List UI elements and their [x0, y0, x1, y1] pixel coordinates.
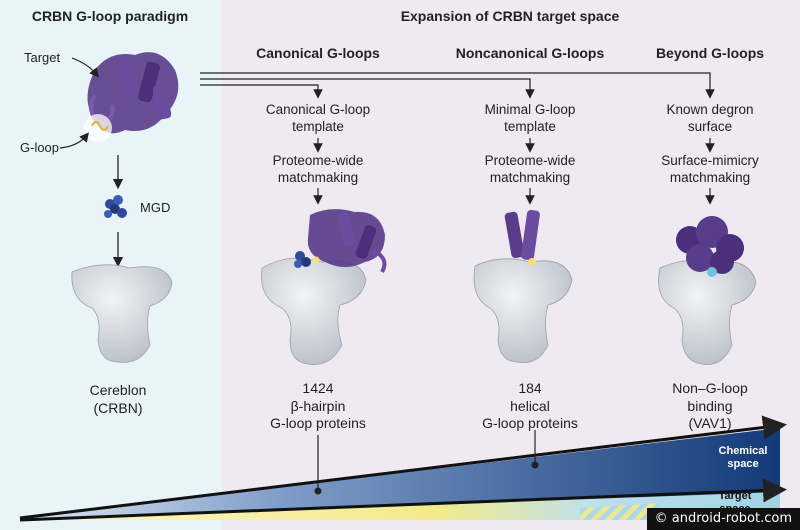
- noncanonical-complex-icon: [473, 209, 573, 364]
- beyond-result: Non–G-loop binding (VAV1): [672, 380, 748, 431]
- noncanonical-step-template: Minimal G-loop template: [484, 102, 576, 134]
- noncanonical-step-matchmaking: Proteome-wide matchmaking: [484, 153, 576, 185]
- watermark: © android-robot.com: [646, 508, 800, 530]
- canonical-step-matchmaking: Proteome-wide matchmaking: [272, 153, 364, 185]
- canonical-step-template: Canonical G-loop template: [265, 102, 371, 134]
- gloop-label: G-loop: [20, 140, 60, 155]
- canonical-complex-icon: [261, 209, 387, 365]
- gloop-highlight-icon: [84, 114, 112, 142]
- mgd-molecule-icon: [104, 195, 127, 218]
- column-header-noncanonical: Noncanonical G-loops: [455, 45, 605, 61]
- right-panel-title: Expansion of CRBN target space: [400, 8, 620, 24]
- left-panel-title: CRBN G-loop paradigm: [31, 8, 189, 24]
- target-protein-icon: [87, 52, 179, 134]
- chemical-space-axis: [19, 415, 787, 520]
- target-label: Target: [24, 50, 61, 65]
- column-header-canonical: Canonical G-loops: [256, 45, 380, 61]
- cereblon-surface-icon: [71, 264, 173, 363]
- beyond-complex-icon: [658, 216, 757, 365]
- gloop-motif-icon: [91, 120, 109, 132]
- target-space-axis: [19, 478, 787, 522]
- cereblon-label: Cereblon (CRBN): [89, 382, 147, 416]
- noncanonical-result: 184 helical G-loop proteins: [482, 380, 578, 431]
- column-header-beyond: Beyond G-loops: [655, 45, 765, 61]
- beyond-step-degron: Known degron surface: [666, 102, 754, 134]
- canonical-result: 1424 β-hairpin G-loop proteins: [270, 380, 366, 431]
- mgd-label: MGD: [140, 200, 171, 215]
- chemical-space-label: Chemical space: [718, 445, 768, 470]
- beyond-step-matchmaking: Surface-mimicry matchmaking: [661, 153, 759, 185]
